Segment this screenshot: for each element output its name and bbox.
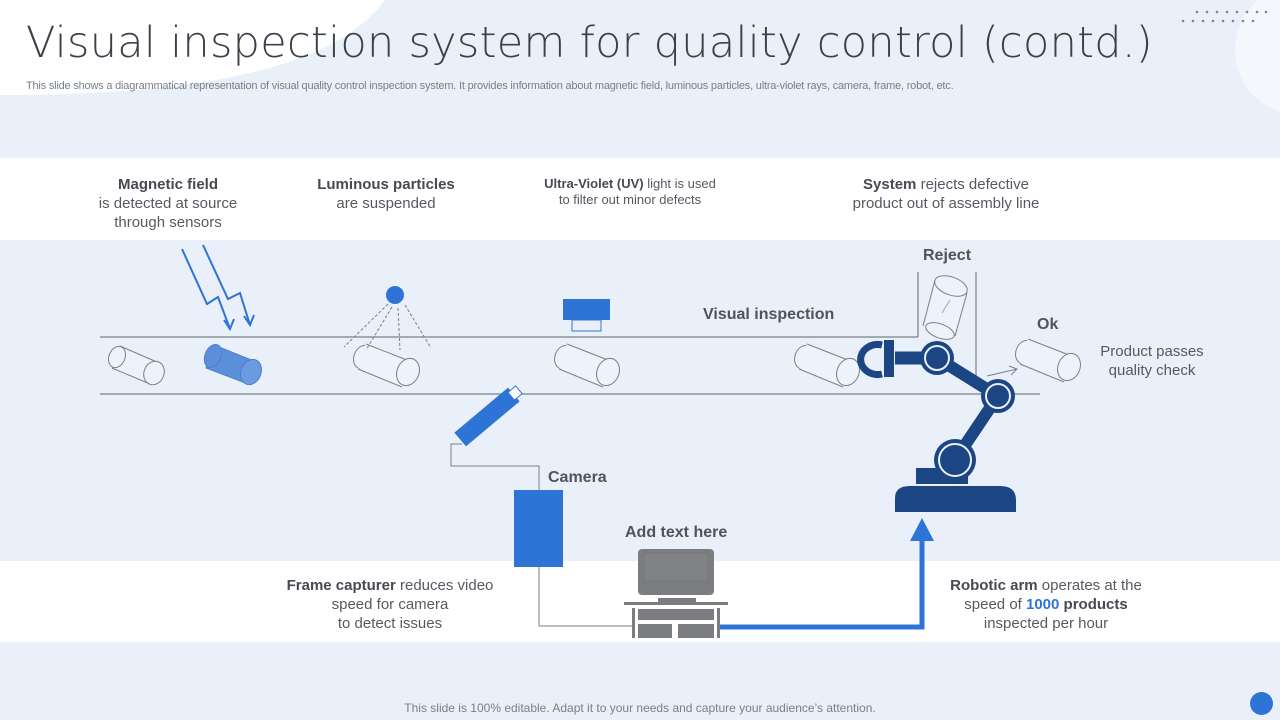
caption-luminous-line2: are suspended — [336, 195, 436, 212]
caption-robotic-arm: Robotic arm operates at the speed of 100… — [926, 576, 1166, 633]
caption-uv-rest: light is used — [643, 176, 716, 191]
product-cylinder-1 — [108, 345, 165, 386]
label-reject: Reject — [923, 247, 972, 264]
slide-nav-dot-button[interactable] — [1250, 692, 1273, 715]
caption-frame-capturer: Frame capturer reduces video speed for c… — [270, 576, 510, 633]
caption-product-passes-line1: Product passes — [1100, 343, 1204, 360]
caption-frame-line3: to detect issues — [337, 615, 443, 632]
frame-capturer-icon — [514, 490, 563, 567]
caption-uv-light: Ultra-Violet (UV) light is used to filte… — [510, 176, 750, 208]
caption-robot-title: Robotic arm — [950, 577, 1038, 594]
caption-robot-line3: inspected per hour — [983, 615, 1109, 632]
luminous-particle-source-icon — [386, 286, 404, 304]
magnetic-field-arrows-icon — [181, 244, 255, 332]
frame-capturer-cable — [538, 567, 632, 627]
label-ok: Ok — [1037, 316, 1059, 333]
product-cylinder-magnetized — [203, 343, 262, 386]
dots-pattern — [1181, 10, 1268, 23]
page-subtitle: This slide shows a diagrammatical repres… — [26, 80, 954, 92]
footer-note: This slide is 100% editable. Adapt it to… — [404, 701, 876, 715]
luminous-rays — [343, 303, 432, 351]
caption-system-rejects: System rejects defective product out of … — [826, 175, 1066, 213]
camera-cable — [450, 443, 540, 490]
caption-luminous-title: Luminous particles — [317, 176, 455, 193]
caption-system-title: System — [863, 176, 917, 193]
data-flow-arrow-icon — [720, 518, 934, 630]
product-cylinder-5 — [794, 343, 860, 388]
caption-magnetic-field-line2: is detected at source — [98, 195, 238, 212]
top-left-blob — [0, 0, 385, 95]
caption-frame-line2: speed for camera — [331, 596, 449, 613]
caption-robot-rest: operates at the — [1037, 577, 1142, 594]
caption-product-passes: Product passes quality check — [1082, 342, 1222, 380]
caption-magnetic-field-title: Magnetic field — [117, 176, 218, 193]
computer-workstation-icon — [624, 549, 728, 638]
caption-frame-rest: reduces video — [395, 577, 494, 594]
caption-robot-speed-value: 1000 — [1026, 596, 1060, 613]
ok-arrow-icon — [986, 365, 1018, 377]
caption-magnetic-field: Magnetic field is detected at source thr… — [68, 175, 268, 232]
caption-product-passes-line2: quality check — [1108, 362, 1196, 379]
uv-light-base — [571, 319, 602, 332]
label-camera: Camera — [548, 469, 607, 486]
label-visual-inspection: Visual inspection — [703, 306, 835, 323]
caption-magnetic-field-line3: through sensors — [114, 214, 222, 231]
top-caption-band — [0, 158, 1280, 240]
caption-frame-title: Frame capturer — [286, 577, 396, 594]
top-right-circle — [1235, 0, 1280, 112]
caption-system-rest: rejects defective — [916, 176, 1029, 193]
caption-system-line2: product out of assembly line — [852, 195, 1040, 212]
page-title: Visual inspection system for quality con… — [26, 18, 1153, 68]
product-cylinder-4 — [554, 343, 620, 388]
robotic-arm-icon — [857, 340, 1016, 512]
caption-robot-line2b: products — [1059, 596, 1128, 613]
product-cylinder-3 — [353, 343, 420, 388]
caption-uv-line2: to filter out minor defects — [558, 192, 702, 207]
camera-icon — [454, 385, 523, 447]
caption-uv-title: Ultra-Violet (UV) — [544, 176, 644, 191]
label-add-text[interactable]: Add text here — [625, 524, 728, 541]
product-cylinder-ok — [1015, 338, 1081, 383]
caption-robot-line2a: speed of — [964, 596, 1026, 613]
product-cylinder-rejected — [922, 275, 968, 340]
uv-light-icon — [563, 299, 610, 320]
caption-luminous-particles: Luminous particles are suspended — [286, 175, 486, 213]
